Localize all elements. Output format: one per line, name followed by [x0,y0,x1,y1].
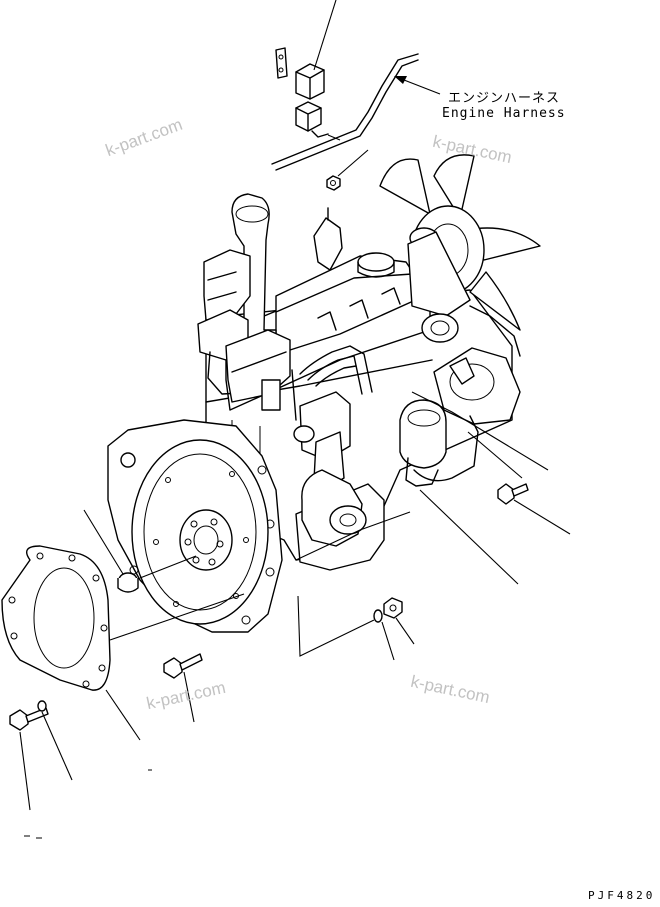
callout-line-engine [419,489,519,585]
harness-label-japanese: エンジンハーネス [448,91,561,106]
nut-top [326,175,341,191]
relay-upper [295,63,325,100]
oil-filler-cap [357,252,395,278]
bolt-middle [163,653,203,679]
injection-lines [291,345,373,421]
relay-bracket [275,47,288,79]
gasket-plate [1,545,111,691]
bolt-right [497,483,529,505]
alternator [433,305,521,425]
breather-tube [313,207,343,271]
relay-lower [295,101,329,138]
harness-callout-arrow [394,76,441,95]
callout-line-bearing-axis [139,555,197,579]
drawing-code: PJF4820 [588,889,656,902]
callout-line-bolt-left [19,731,31,811]
fuel-line [413,415,479,482]
nut-bottom [383,597,403,619]
callout-line-bolt-middle [183,671,195,723]
flywheel [131,439,269,625]
callout-bracket-lower [297,595,375,657]
callout-line-washer-bottom [381,621,395,661]
intake-manifold [197,249,261,395]
callout-line-relay [313,0,337,71]
washer-left [37,700,47,712]
callout-line-nut-bottom [395,617,415,645]
callout-line-bearing [83,509,124,575]
thermostat-housing [225,329,291,411]
oil-pipe [301,469,367,547]
callout-line-nut-top [337,149,369,177]
engine-harness-wire [271,53,419,171]
callout-bracket-right [411,391,549,479]
callout-line-bolt-right [513,499,571,535]
callout-line-washer-left [41,711,73,781]
water-pump [407,231,471,343]
washer-bottom [373,609,383,623]
fuel-filter [399,399,447,487]
callout-line-gasket [105,689,141,741]
callout-line-gasket-axis [109,593,245,641]
pilot-bearing [117,572,139,593]
callout-line-mount [295,511,411,561]
harness-label-english: Engine Harness [442,106,566,121]
